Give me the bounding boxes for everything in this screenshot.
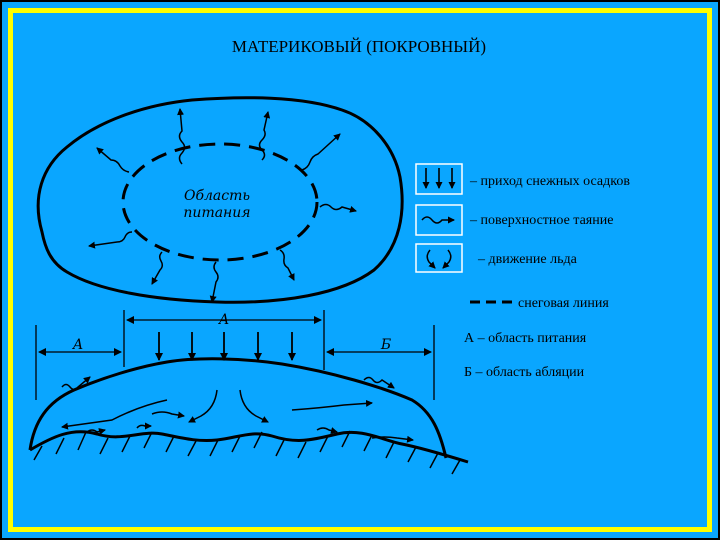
slide-frame <box>8 8 712 532</box>
ice-sheet-profile <box>28 357 448 459</box>
bedrock-hatching <box>33 430 461 475</box>
label-a-left: А <box>72 337 84 353</box>
ice-flow-arrows-top <box>88 108 357 303</box>
surface-melting-icon <box>421 216 455 224</box>
diagram-title: МАТЕРИКОВЫЙ (ПОКРОВНЫЙ) <box>232 37 486 56</box>
legend-zone-a: А – область питания <box>464 331 587 346</box>
legend-surface-melting: – поверхностное таяние <box>469 213 613 228</box>
flow-arrow <box>279 249 295 281</box>
legend-zone-b: Б – область абляции <box>464 365 585 380</box>
flow-arrow <box>209 261 219 303</box>
snowfall-arrows <box>155 332 296 361</box>
legend-box-snow <box>415 163 463 195</box>
dimension-lines <box>35 310 435 400</box>
legend-snow-input: – приход снежных осадков <box>469 174 630 189</box>
snow-input-icon <box>422 168 456 189</box>
flow-arrow <box>88 231 133 249</box>
flow-arrow <box>319 203 357 213</box>
flow-arrow <box>258 111 271 161</box>
flow-arrow <box>177 108 186 165</box>
flow-arrow <box>96 147 130 173</box>
area-label-line1: Область <box>184 188 250 204</box>
area-label-line2: питания <box>183 205 250 221</box>
flow-arrow <box>151 251 164 285</box>
legend-snow-line: снеговая линия <box>518 296 609 311</box>
legend-box-melt <box>415 204 463 236</box>
ice-movement-icon <box>426 249 452 269</box>
label-a-center: А <box>218 312 230 328</box>
ice-flow-arrows-section <box>61 389 414 443</box>
ice-sheet-outline <box>36 96 404 304</box>
flow-arrow <box>301 133 341 171</box>
snow-line-ellipse <box>121 142 319 262</box>
legend-ice-movement: – движение льда <box>477 252 578 267</box>
bedrock-surface <box>29 430 469 464</box>
label-b-right: Б <box>380 337 391 353</box>
legend-box-ice-move <box>415 243 463 273</box>
melting-arrows <box>61 376 395 391</box>
